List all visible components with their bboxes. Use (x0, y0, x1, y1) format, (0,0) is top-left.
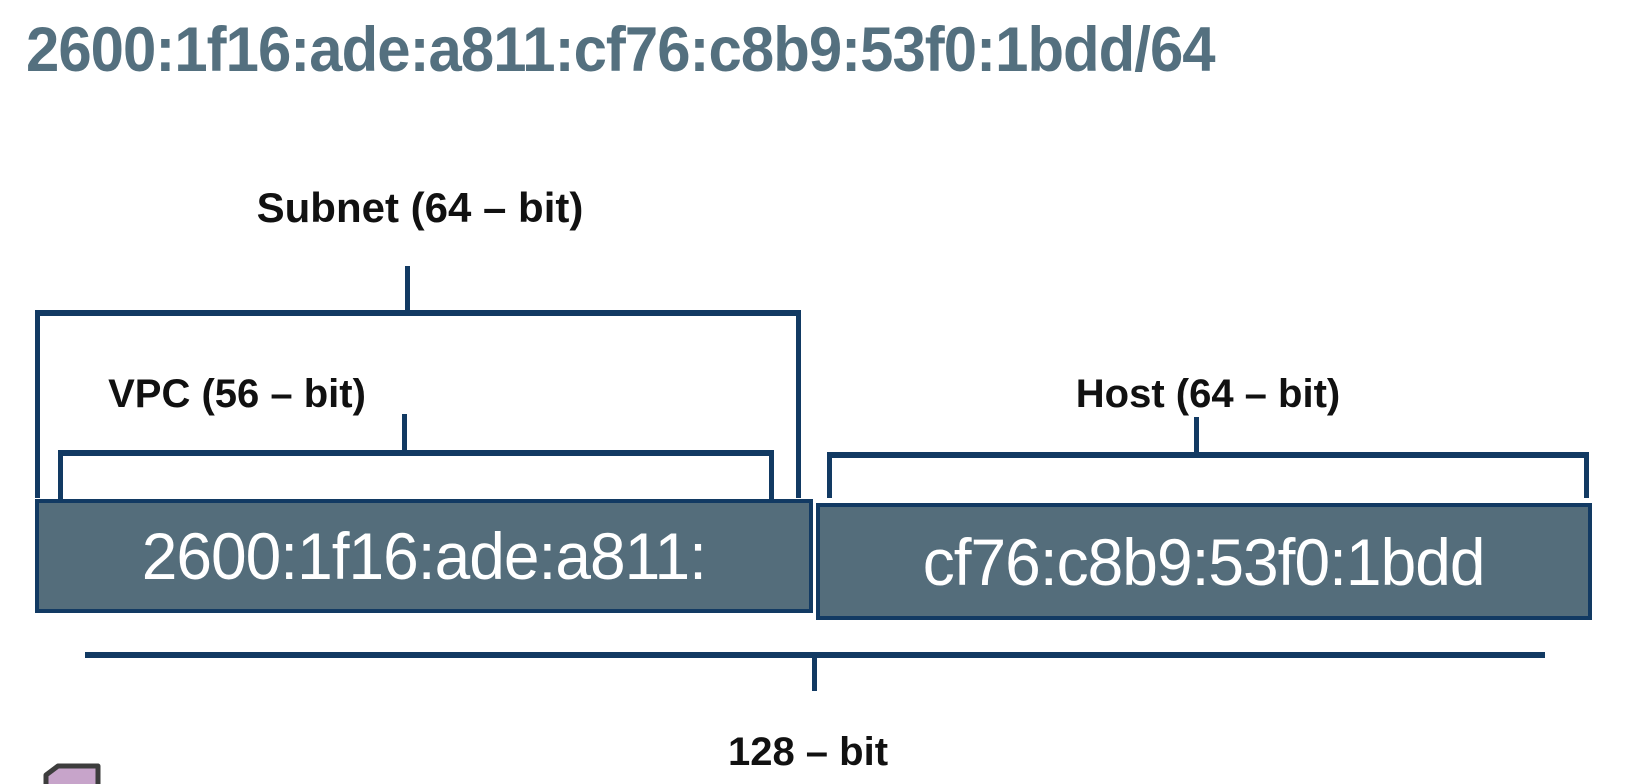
vpc-label: VPC (56 – bit) (108, 372, 366, 416)
subnet-prefix-box: 2600:1f16:ade:a811: (35, 499, 813, 613)
vpc-bracket (58, 450, 774, 500)
ipv6-address-title: 2600:1f16:ade:a811:cf76:c8b9:53f0:1bdd/6… (26, 15, 1216, 85)
host-portion-box: cf76:c8b9:53f0:1bdd (816, 503, 1592, 620)
host-bracket (827, 452, 1589, 498)
host-label: Host (64 – bit) (1075, 372, 1341, 416)
subnet-label: Subnet (64 – bit) (256, 184, 584, 231)
clipped-note-icon (43, 763, 101, 784)
vpc-label-tick (402, 414, 407, 452)
subnet-label-tick (405, 266, 410, 312)
host-label-tick (1194, 417, 1199, 454)
total-bits-label: 128 – bit (727, 730, 889, 774)
subnet-prefix-text: 2600:1f16:ade:a811: (141, 519, 707, 593)
total-label-tick (812, 652, 817, 691)
host-portion-text: cf76:c8b9:53f0:1bdd (923, 524, 1486, 599)
subnet-bracket (35, 310, 801, 498)
